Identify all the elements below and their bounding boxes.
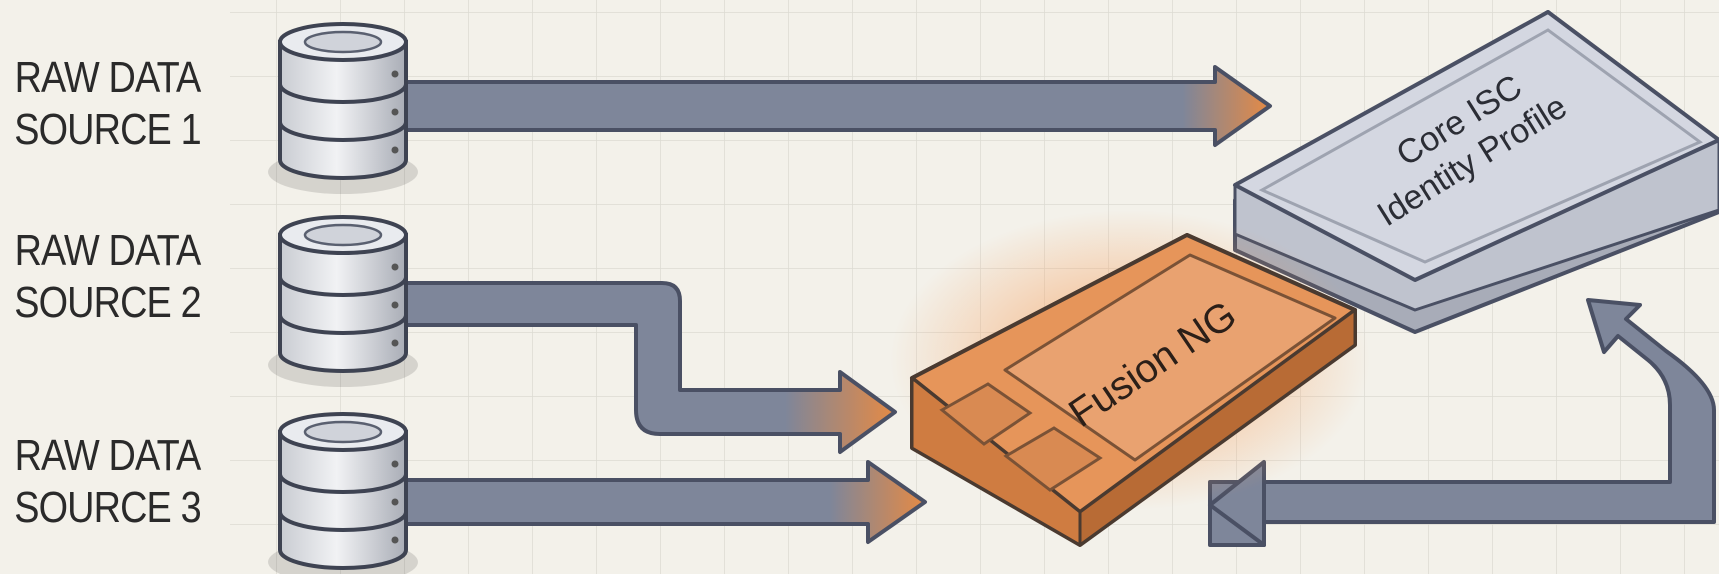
source-2-label-line1: RAW DATA bbox=[14, 226, 202, 275]
flow-arrow-source-1 bbox=[393, 65, 1272, 147]
source-2-label-line2: SOURCE 2 bbox=[14, 278, 201, 327]
source-2-label: RAW DATA SOURCE 2 bbox=[0, 225, 215, 329]
source-1-label: RAW DATA SOURCE 1 bbox=[0, 52, 215, 156]
source-3-label-line1: RAW DATA bbox=[14, 431, 202, 480]
source-3-label: RAW DATA SOURCE 3 bbox=[0, 430, 215, 534]
database-icon bbox=[266, 412, 420, 574]
source-3-label-line2: SOURCE 3 bbox=[14, 483, 201, 532]
database-icon bbox=[266, 215, 420, 389]
source-1-label-line1: RAW DATA bbox=[14, 53, 202, 102]
database-icon bbox=[266, 22, 420, 196]
flow-arrow-source-3 bbox=[393, 460, 927, 544]
fusion-ng-block: Fusion NG bbox=[890, 210, 1370, 547]
flow-arrow-source-2 bbox=[393, 281, 897, 454]
core-isc-identity-profile-block: Core ISC Identity Profile bbox=[1233, 10, 1719, 334]
source-1-label-line2: SOURCE 1 bbox=[14, 105, 201, 154]
